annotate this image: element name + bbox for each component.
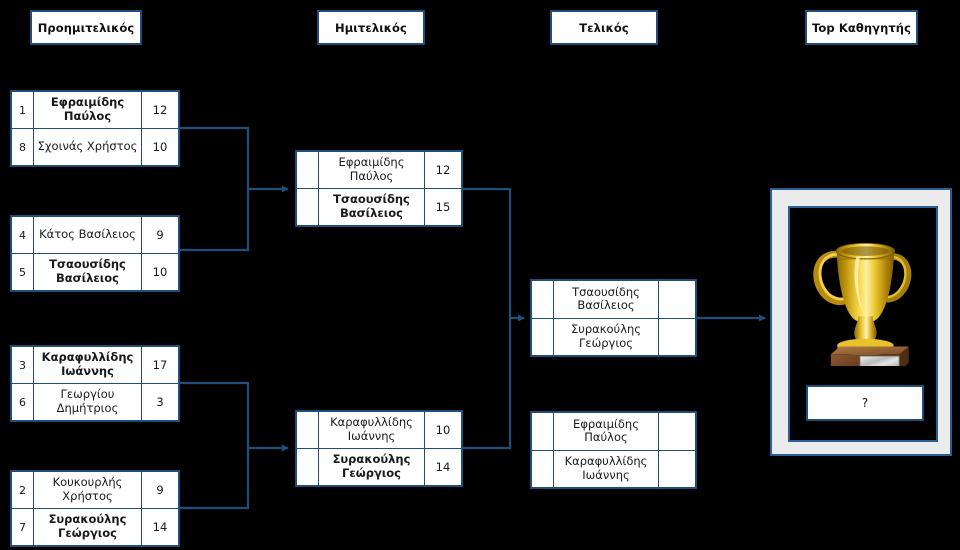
score-cell: 17	[142, 347, 178, 383]
score-cell: 3	[142, 384, 178, 420]
player-name-cell: Τσαουσίδης Βασίλειος	[554, 281, 659, 318]
round-header-champion: Top Καθηγητής	[805, 10, 918, 45]
seed-cell: 5	[12, 254, 34, 290]
match-row[interactable]: Καραφυλλίδης Ιωάννης	[532, 450, 695, 487]
match-semifinal-1[interactable]: Εφραιμίδης Παύλος 12 Τσαουσίδης Βασίλειο…	[295, 150, 463, 227]
player-name-cell: Συρακούλης Γεώργιος	[319, 449, 425, 485]
player-name-cell: Σχοινάς Χρήστος	[34, 129, 142, 165]
seed-cell	[532, 413, 554, 450]
seed-cell	[297, 449, 319, 485]
score-cell: 15	[425, 189, 461, 225]
score-cell	[659, 450, 695, 487]
seed-cell	[297, 152, 319, 188]
seed-cell: 3	[12, 347, 34, 383]
match-row[interactable]: 4 Κάτος Βασίλειος 9	[12, 217, 178, 254]
seed-cell	[532, 450, 554, 487]
match-row[interactable]: Τσαουσίδης Βασίλειος	[532, 281, 695, 319]
player-name-cell: Καραφυλλίδης Ιωάννης	[319, 412, 425, 448]
round-header-final: Τελικός	[550, 10, 658, 45]
player-name-cell: Συρακούλης Γεώργιος	[34, 509, 142, 545]
score-cell: 10	[142, 254, 178, 290]
match-row[interactable]: Καραφυλλίδης Ιωάννης 10	[297, 412, 461, 449]
match-row[interactable]: 6 Γεωργίου Δημήτριος 3	[12, 384, 178, 420]
player-name-cell: Συρακούλης Γεώργιος	[554, 318, 659, 355]
seed-cell	[297, 189, 319, 225]
player-name-cell: Καραφυλλίδης Ιωάννης	[34, 347, 142, 383]
score-cell	[659, 318, 695, 355]
round-header-label: Top Καθηγητής	[811, 20, 912, 35]
round-header-quarterfinal: Προημιτελικός	[30, 10, 142, 45]
match-row[interactable]: Εφραιμίδης Παύλος 12	[297, 152, 461, 189]
seed-cell	[532, 281, 554, 318]
player-name-cell: Καραφυλλίδης Ιωάννης	[554, 450, 659, 487]
seed-cell: 7	[12, 509, 34, 545]
match-row[interactable]: 7 Συρακούλης Γεώργιος 14	[12, 509, 178, 545]
seed-cell: 6	[12, 384, 34, 420]
match-third-place[interactable]: Εφραιμίδης Παύλος Καραφυλλίδης Ιωάννης	[530, 411, 697, 489]
match-row[interactable]: 5 Τσαουσίδης Βασίλειος 10	[12, 254, 178, 290]
match-row[interactable]: Εφραιμίδης Παύλος	[532, 413, 695, 451]
match-semifinal-2[interactable]: Καραφυλλίδης Ιωάννης 10 Συρακούλης Γεώργ…	[295, 410, 463, 487]
seed-cell: 2	[12, 472, 34, 508]
match-quarterfinal-4[interactable]: 2 Κουκουρλής Χρήστος 9 7 Συρακούλης Γεώρ…	[10, 470, 180, 547]
score-cell: 9	[142, 472, 178, 508]
score-cell: 12	[142, 92, 178, 128]
player-name-cell: Εφραιμίδης Παύλος	[319, 152, 425, 188]
match-row[interactable]: Συρακούλης Γεώργιος 14	[297, 449, 461, 485]
score-cell: 12	[425, 152, 461, 188]
champion-display: ?	[788, 206, 938, 442]
round-header-semifinal: Ημιτελικός	[317, 10, 425, 45]
champion-name-box[interactable]: ?	[806, 385, 924, 421]
player-name-cell: Κάτος Βασίλειος	[34, 217, 142, 253]
round-header-label: Προημιτελικός	[37, 20, 135, 35]
match-quarterfinal-2[interactable]: 4 Κάτος Βασίλειος 9 5 Τσαουσίδης Βασίλει…	[10, 215, 180, 292]
score-cell: 9	[142, 217, 178, 253]
seed-cell: 1	[12, 92, 34, 128]
seed-cell	[297, 412, 319, 448]
player-name-cell: Τσαουσίδης Βασίλειος	[34, 254, 142, 290]
match-final[interactable]: Τσαουσίδης Βασίλειος Συρακούλης Γεώργιος	[530, 279, 697, 357]
player-name-cell: Κουκουρλής Χρήστος	[34, 472, 142, 508]
score-cell: 14	[425, 449, 461, 485]
seed-cell: 4	[12, 217, 34, 253]
champion-panel: ?	[770, 188, 952, 456]
match-quarterfinal-1[interactable]: 1 Εφραιμίδης Παύλος 12 8 Σχοινάς Χρήστος…	[10, 90, 180, 167]
player-name-cell: Εφραιμίδης Παύλος	[34, 92, 142, 128]
player-name-cell: Τσαουσίδης Βασίλειος	[319, 189, 425, 225]
match-row[interactable]: 1 Εφραιμίδης Παύλος 12	[12, 92, 178, 129]
match-row[interactable]: Συρακούλης Γεώργιος	[532, 318, 695, 355]
score-cell	[659, 281, 695, 318]
match-row[interactable]: 2 Κουκουρλής Χρήστος 9	[12, 472, 178, 509]
round-header-label: Τελικός	[579, 20, 629, 35]
round-header-label: Ημιτελικός	[335, 20, 407, 35]
champion-name: ?	[861, 396, 869, 410]
match-row[interactable]: 8 Σχοινάς Χρήστος 10	[12, 129, 178, 165]
trophy-icon	[813, 242, 912, 366]
score-cell: 10	[142, 129, 178, 165]
seed-cell: 8	[12, 129, 34, 165]
score-cell	[659, 413, 695, 450]
score-cell: 10	[425, 412, 461, 448]
match-row[interactable]: Τσαουσίδης Βασίλειος 15	[297, 189, 461, 225]
player-name-cell: Εφραιμίδης Παύλος	[554, 413, 659, 450]
seed-cell	[532, 318, 554, 355]
score-cell: 14	[142, 509, 178, 545]
match-quarterfinal-3[interactable]: 3 Καραφυλλίδης Ιωάννης 17 6 Γεωργίου Δημ…	[10, 345, 180, 422]
player-name-cell: Γεωργίου Δημήτριος	[34, 384, 142, 420]
match-row[interactable]: 3 Καραφυλλίδης Ιωάννης 17	[12, 347, 178, 384]
